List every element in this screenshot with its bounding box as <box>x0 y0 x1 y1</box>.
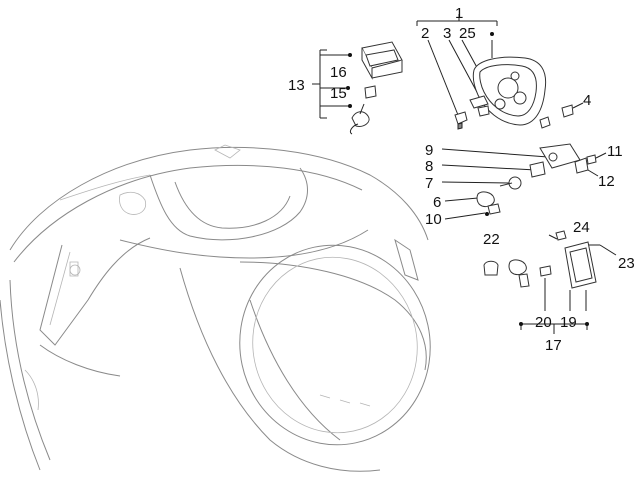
group-17-lower-light <box>483 230 617 334</box>
label-23: 23 <box>618 255 635 272</box>
label-2: 2 <box>421 25 429 42</box>
label-12: 12 <box>598 173 615 190</box>
label-15: 15 <box>330 85 347 102</box>
label-13: 13 <box>288 77 305 94</box>
label-7: 7 <box>425 175 433 192</box>
group-13-plate-light <box>312 41 403 135</box>
label-25: 25 <box>459 25 476 42</box>
label-4: 4 <box>583 92 591 109</box>
group-bulb-holder <box>444 191 501 220</box>
label-9: 9 <box>425 142 433 159</box>
label-3: 3 <box>443 25 451 42</box>
scooter-rear-body <box>0 144 431 472</box>
group-side-light-assembly <box>441 143 607 190</box>
label-11: 11 <box>607 143 623 160</box>
label-24: 24 <box>573 219 590 236</box>
label-1: 1 <box>455 5 463 22</box>
label-10: 10 <box>425 211 442 228</box>
group-1-tail-light <box>416 14 584 130</box>
label-22: 22 <box>483 231 500 248</box>
label-17: 17 <box>545 337 562 354</box>
label-8: 8 <box>425 158 433 175</box>
label-19: 19 <box>560 314 577 331</box>
label-6: 6 <box>433 194 441 211</box>
label-20: 20 <box>535 314 552 331</box>
label-16: 16 <box>330 64 347 81</box>
